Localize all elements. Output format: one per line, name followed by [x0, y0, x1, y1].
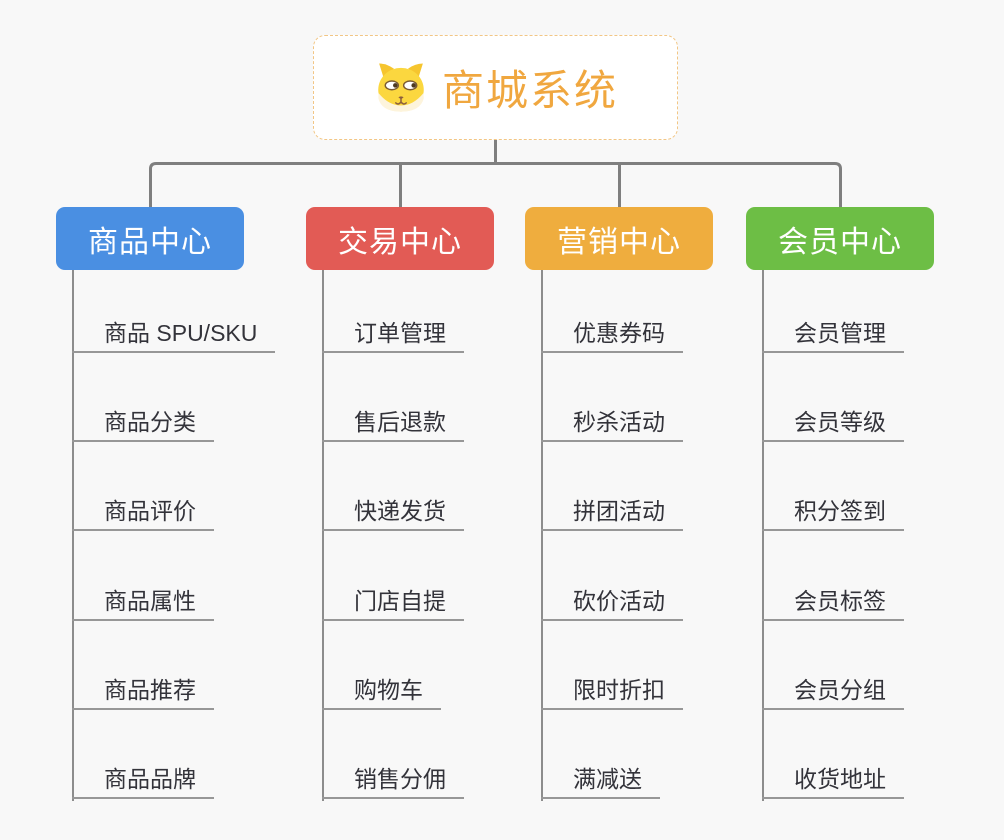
leaf-column-product-center: 商品 SPU/SKU 商品分类 商品评价 商品属性 商品推荐 商品品牌 — [56, 270, 312, 801]
leaf-node[interactable]: 会员分组 — [762, 674, 904, 710]
leaf-node[interactable]: 会员管理 — [762, 317, 904, 353]
root-title: 商城系统 — [441, 67, 618, 114]
branch-node-member-center[interactable]: 会员中心 — [746, 207, 934, 270]
leaf-node[interactable]: 商品 SPU/SKU — [72, 317, 276, 353]
branch-rail-line — [149, 162, 842, 207]
leaf-node[interactable]: 收货地址 — [762, 763, 904, 799]
leaf-node[interactable]: 售后退款 — [322, 406, 464, 442]
leaf-column-marketing-center: 优惠券码 秒杀活动 拼团活动 砍价活动 限时折扣 满减送 — [525, 270, 781, 801]
branch-label: 交易中心 — [338, 225, 462, 259]
leaf-node[interactable]: 会员标签 — [762, 585, 904, 621]
dog-face-icon — [378, 63, 424, 112]
leaf-node[interactable]: 快递发货 — [322, 495, 464, 531]
branch-spine-line — [541, 270, 543, 801]
leaf-node[interactable]: 商品属性 — [72, 585, 214, 621]
leaf-node[interactable]: 拼团活动 — [541, 495, 683, 531]
leaf-node[interactable]: 砍价活动 — [541, 585, 683, 621]
leaf-node[interactable]: 商品品牌 — [72, 763, 214, 799]
branch-node-trade-center[interactable]: 交易中心 — [306, 207, 494, 270]
branch-spine-line — [762, 270, 764, 801]
leaf-node[interactable]: 商品评价 — [72, 495, 214, 531]
leaf-node[interactable]: 会员等级 — [762, 406, 904, 442]
leaf-node[interactable]: 销售分佣 — [322, 763, 464, 799]
leaf-node[interactable]: 优惠券码 — [541, 317, 683, 353]
leaf-node[interactable]: 商品分类 — [72, 406, 214, 442]
branch-spine-line — [72, 270, 74, 801]
branch-node-product-center[interactable]: 商品中心 — [56, 207, 244, 270]
leaf-node[interactable]: 限时折扣 — [541, 674, 683, 710]
branch-spine-line — [322, 270, 324, 801]
leaf-column-member-center: 会员管理 会员等级 积分签到 会员标签 会员分组 收货地址 — [746, 270, 1002, 801]
leaf-node[interactable]: 商品推荐 — [72, 674, 214, 710]
leaf-node[interactable]: 订单管理 — [322, 317, 464, 353]
leaf-node[interactable]: 满减送 — [541, 763, 660, 799]
leaf-node[interactable]: 积分签到 — [762, 495, 904, 531]
branch-label: 商品中心 — [88, 225, 212, 259]
root-node[interactable]: 商城系统 — [313, 35, 678, 140]
branch-label: 营销中心 — [557, 225, 681, 259]
leaf-column-trade-center: 订单管理 售后退款 快递发货 门店自提 购物车 销售分佣 — [306, 270, 562, 801]
leaf-node[interactable]: 购物车 — [322, 674, 441, 710]
branch-node-marketing-center[interactable]: 营销中心 — [525, 207, 713, 270]
leaf-node[interactable]: 秒杀活动 — [541, 406, 683, 442]
leaf-node[interactable]: 门店自提 — [322, 585, 464, 621]
branch-label: 会员中心 — [778, 225, 902, 259]
